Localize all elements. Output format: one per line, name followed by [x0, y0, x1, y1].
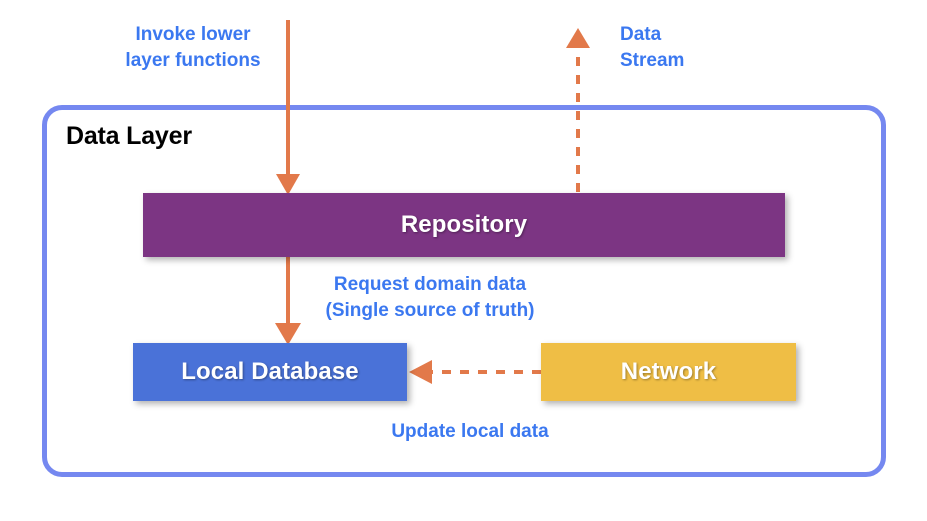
data-layer-container: [42, 105, 886, 477]
caption-data-stream: Data Stream: [620, 24, 685, 71]
node-network-label: Network: [620, 358, 717, 385]
data-layer-title: Data Layer: [66, 122, 192, 150]
node-repository[interactable]: Repository: [143, 193, 785, 257]
node-network[interactable]: Network: [541, 343, 796, 401]
node-repository-label: Repository: [400, 211, 528, 238]
caption-invoke-lower-layer-functions: Invoke lower layer functions: [125, 24, 261, 71]
caption-update-local-data: Update local data: [391, 421, 549, 442]
node-local-database[interactable]: Local Database: [133, 343, 407, 401]
caption-request-domain-data: Request domain data (Single source of tr…: [325, 274, 535, 321]
node-local-database-label: Local Database: [181, 358, 359, 385]
